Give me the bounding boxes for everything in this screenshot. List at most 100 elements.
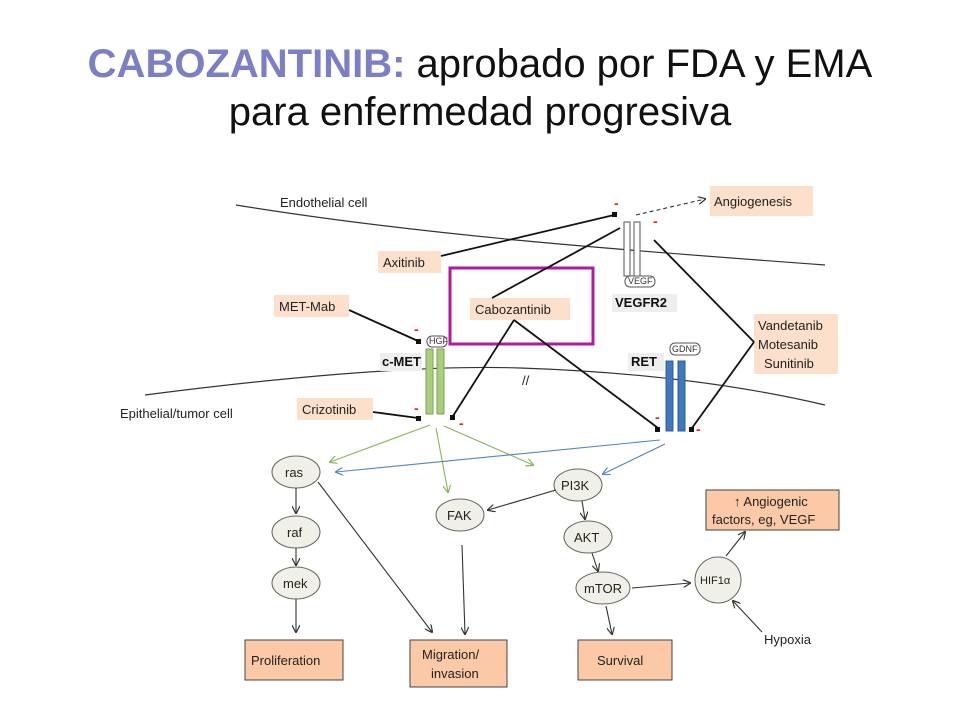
endothelial-membrane <box>235 204 826 266</box>
ret-receptor-right <box>677 360 686 432</box>
vegfr2-to-angiogenesis-arrow <box>635 199 705 216</box>
title-line-2: para enfermedad progresiva <box>228 90 732 134</box>
ras-to-migration-arrow <box>317 481 432 632</box>
hif1a-node <box>694 556 742 604</box>
axitinib-inhibition-end <box>612 212 617 217</box>
epithelial-membrane <box>144 366 826 406</box>
minus-sign: - <box>459 415 464 431</box>
cmet-label: c-MET <box>382 354 421 369</box>
pi3k-to-fak-arrow <box>488 489 557 510</box>
title-line-1: CABOZANTINIB: aprobado por FDA y EMA <box>0 40 960 88</box>
akt-node <box>563 520 613 554</box>
epithelial-cell-label: Epithelial/tumor cell <box>120 406 233 421</box>
slide-title: CABOZANTINIB: aprobado por FDA y EMA par… <box>0 40 960 136</box>
vegfr2-label: VEGFR2 <box>615 295 667 310</box>
survival-label: Survival <box>597 653 643 668</box>
migration-invasion-box <box>409 639 508 688</box>
met-mab-inhibition-end <box>416 339 421 344</box>
gdnf-label: GDNF <box>672 344 698 354</box>
cmet-to-pi3k-arrow <box>443 425 533 465</box>
multi-tki-box <box>754 314 838 374</box>
raf-label: raf <box>287 525 303 540</box>
hypoxia-label: Hypoxia <box>764 632 812 647</box>
hypoxia-to-hif1a-arrow <box>733 601 763 633</box>
axitinib-label: Axitinib <box>383 255 425 270</box>
ret-vandetanib-inhibition-end <box>689 427 694 432</box>
migration-label-line-1: Migration/ <box>422 647 479 662</box>
minus-sign: - <box>655 409 660 425</box>
ret-label-box <box>628 353 664 371</box>
vegf-label: VEGF <box>628 276 653 286</box>
angiogenic-factors-line-2: factors, eg, VEGF <box>712 512 815 527</box>
vegfr2-label-box <box>612 294 677 312</box>
minus-sign: - <box>614 195 619 211</box>
pi3k-to-akt-arrow <box>582 500 585 519</box>
minus-sign: - <box>696 421 701 437</box>
hif1a-to-angiogenic-factors-arrow <box>725 532 745 557</box>
cabozantinib-highlight-frame <box>448 266 595 346</box>
cabozantinib-to-cmet-line <box>452 319 515 417</box>
membrane-break-mark: // <box>522 373 530 388</box>
cabozantinib-to-vegfr2-line <box>491 227 621 299</box>
pi3k-node <box>553 468 603 502</box>
endothelial-cell-label: Endothelial cell <box>280 195 368 210</box>
migration-label-line-2: invasion <box>431 666 479 681</box>
fak-to-migration-arrow <box>462 544 465 634</box>
mek-label: mek <box>283 576 308 591</box>
met-mab-box <box>274 295 349 317</box>
pi3k-label: PI3K <box>561 478 590 493</box>
angiogenic-factors-line-1: ↑ Angiogenic <box>734 494 808 509</box>
multi-tki-to-ret-line <box>691 341 755 429</box>
mtor-to-survival-arrow <box>605 605 612 634</box>
ret-cabozantinib-inhibition-end <box>655 427 660 432</box>
vegf-ligand <box>624 275 656 288</box>
cmet-to-fak-arrow <box>435 427 448 492</box>
cabozantinib-to-ret-line <box>513 319 659 429</box>
angiogenesis-label: Angiogenesis <box>714 194 793 209</box>
crizotinib-label: Crizotinib <box>302 402 356 417</box>
ret-to-ras-arrow <box>336 439 661 472</box>
ras-label: ras <box>285 465 304 480</box>
mtor-node <box>575 571 631 605</box>
met-mab-inhibition-line <box>348 309 419 342</box>
hif1a-label: HIF1α <box>700 575 731 587</box>
hgf-ligand <box>426 335 448 348</box>
motesanib-label: Motesanib <box>758 337 818 352</box>
vandetanib-label: Vandetanib <box>758 318 823 333</box>
crizotinib-inhibition-line <box>372 411 419 419</box>
angiogenic-factors-box <box>705 489 840 531</box>
minus-sign: - <box>414 321 419 337</box>
crizotinib-inhibition-end <box>416 416 421 421</box>
proliferation-label: Proliferation <box>251 653 320 668</box>
hgf-label: HGF <box>429 336 449 346</box>
cmet-to-ras-arrow <box>330 424 431 462</box>
mtor-to-hif1a-arrow <box>631 583 690 589</box>
akt-to-mtor-arrow <box>591 552 598 571</box>
axitinib-inhibition-line <box>440 214 615 257</box>
gdnf-ligand <box>669 342 701 356</box>
cmet-receptor-left <box>425 348 434 415</box>
ret-receptor-left <box>665 360 674 432</box>
fak-node <box>435 498 485 532</box>
minus-sign: - <box>653 213 658 229</box>
met-mab-label: MET-Mab <box>279 299 335 314</box>
ret-label: RET <box>631 354 657 369</box>
survival-box <box>577 639 673 681</box>
minus-sign: - <box>414 400 419 416</box>
fak-label: FAK <box>447 508 472 523</box>
vegfr2-receptor-right <box>633 221 641 277</box>
akt-label: AKT <box>574 530 599 545</box>
axitinib-box <box>378 251 441 273</box>
title-drug-name: CABOZANTINIB: <box>87 42 406 86</box>
vegfr2-receptor-left <box>623 221 631 277</box>
cabozantinib-box <box>470 298 570 320</box>
sunitinib-label: Sunitinib <box>764 356 814 371</box>
proliferation-box <box>244 639 344 681</box>
cmet-label-box <box>380 353 422 371</box>
cabozantinib-label: Cabozantinib <box>475 302 551 317</box>
angiogenesis-box <box>710 186 813 216</box>
crizotinib-box <box>297 398 373 420</box>
mtor-label: mTOR <box>584 581 622 596</box>
cmet-cabozantinib-inhibition-end <box>450 415 455 420</box>
